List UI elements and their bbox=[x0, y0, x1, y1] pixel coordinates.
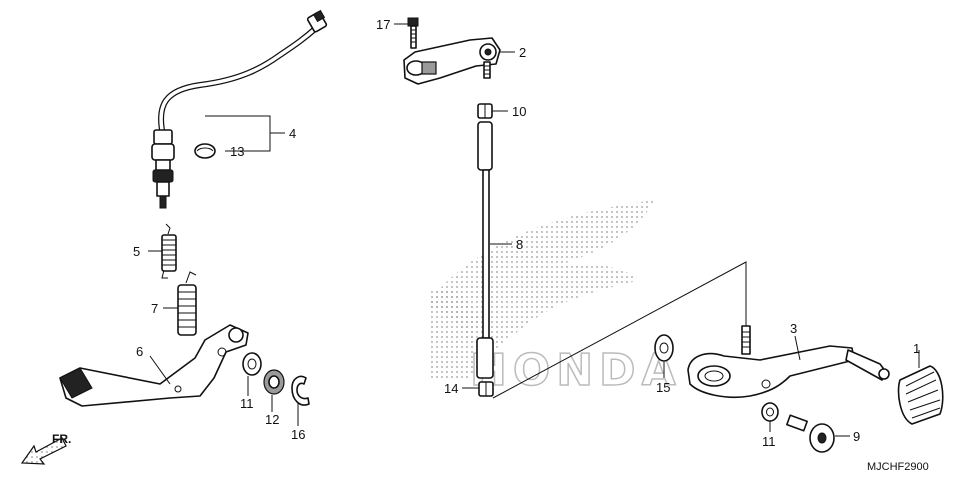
callout-10: 10 bbox=[512, 104, 526, 119]
callout-11-left: 11 bbox=[240, 396, 254, 411]
callout-labels: 1 2 3 4 5 6 7 8 9 10 11 12 13 14 15 16 1… bbox=[133, 17, 920, 449]
part-4-switch-assembly bbox=[151, 9, 328, 209]
callout-1: 1 bbox=[913, 341, 920, 356]
front-direction-arrow: FR. bbox=[20, 432, 71, 465]
direction-label: FR. bbox=[52, 432, 71, 446]
part-8-shift-rod bbox=[476, 121, 494, 379]
callout-16: 16 bbox=[291, 427, 305, 442]
callout-11-right: 11 bbox=[762, 434, 776, 449]
part-3-shift-lever bbox=[687, 325, 890, 399]
part-12-washer bbox=[263, 369, 285, 395]
part-10-nut bbox=[477, 103, 493, 119]
callout-13: 13 bbox=[230, 144, 244, 159]
part-16-clip bbox=[291, 375, 310, 406]
callout-15: 15 bbox=[656, 380, 670, 395]
callout-12: 12 bbox=[265, 412, 279, 427]
watermark-text: HONDA bbox=[470, 345, 682, 396]
callout-3: 3 bbox=[790, 321, 797, 336]
diagram-code: MJCHF2900 bbox=[867, 461, 929, 473]
part-6-brake-pedal bbox=[59, 324, 249, 407]
alignment-line bbox=[492, 261, 747, 399]
callout-14: 14 bbox=[444, 381, 458, 396]
part-11-washer-left bbox=[242, 352, 262, 376]
part-2-shift-arm bbox=[403, 37, 501, 85]
part-17-bolt bbox=[407, 17, 419, 49]
part-9-pivot-bolt bbox=[786, 414, 835, 453]
part-7-spring bbox=[177, 271, 197, 336]
part-11-washer-right bbox=[761, 402, 779, 422]
leader-4-13 bbox=[205, 115, 285, 152]
callout-7: 7 bbox=[151, 301, 158, 316]
part-1-rubber-grip bbox=[897, 365, 944, 425]
callout-2: 2 bbox=[519, 45, 526, 60]
part-14-nut bbox=[478, 381, 494, 397]
callout-4: 4 bbox=[289, 126, 296, 141]
part-13-cap bbox=[194, 143, 216, 159]
callout-6: 6 bbox=[136, 344, 143, 359]
part-5-spring bbox=[161, 223, 177, 279]
callout-8: 8 bbox=[516, 237, 523, 252]
callout-9: 9 bbox=[853, 429, 860, 444]
part-15-washer bbox=[654, 334, 674, 362]
callout-17: 17 bbox=[376, 17, 390, 32]
callout-5: 5 bbox=[133, 244, 140, 259]
honda-wing-watermark: HONDA bbox=[430, 200, 682, 397]
